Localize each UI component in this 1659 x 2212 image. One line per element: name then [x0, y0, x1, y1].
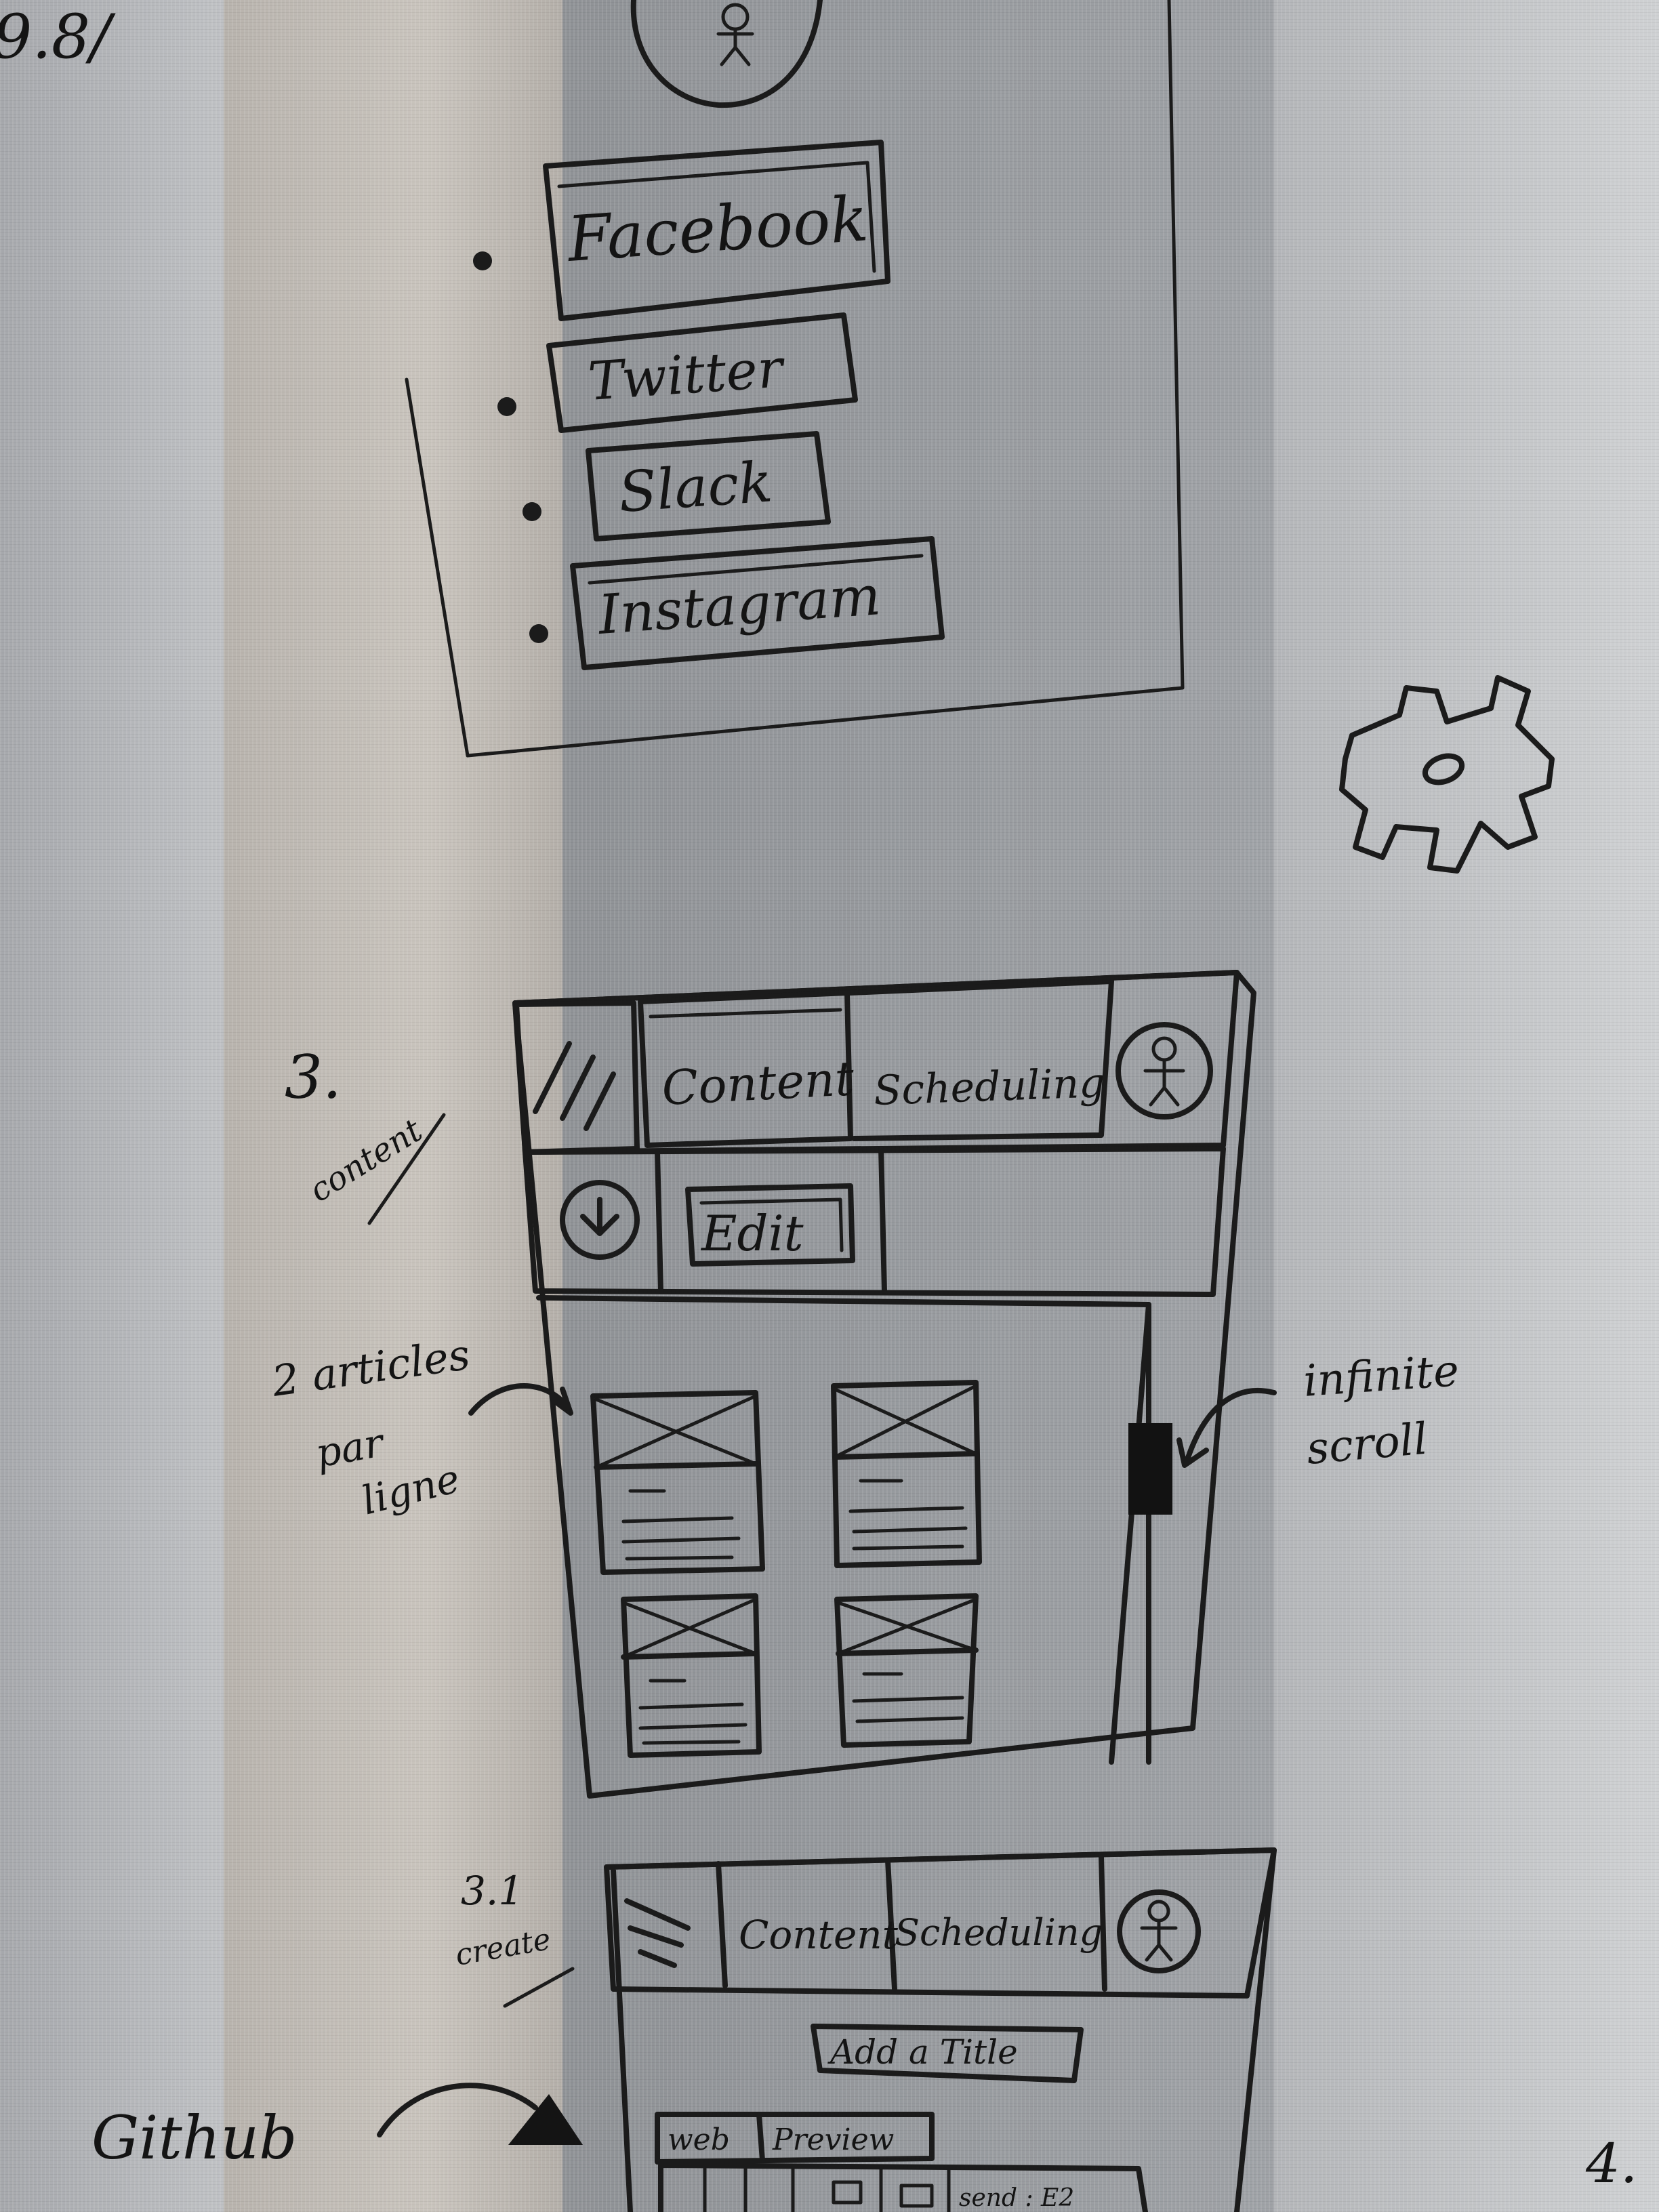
editor-tabs: web Preview [655, 2112, 935, 2165]
user-icon [1143, 1036, 1185, 1107]
menu-button[interactable] [514, 1000, 640, 1155]
article-card[interactable] [621, 1593, 762, 1758]
bottom-right-note: 4. [1585, 2132, 1637, 2195]
add-icon [580, 1197, 619, 1236]
screen-create-caption: 3.1 create [453, 1868, 575, 2008]
note-line: par [312, 1419, 389, 1477]
social-accounts-panel: Facebook Twitter Slack Instagram [405, 0, 1185, 758]
tab-scheduling-label: Scheduling [895, 1911, 1103, 1954]
format-icon[interactable] [832, 2180, 863, 2205]
social-item-twitter[interactable]: Twitter [497, 312, 858, 433]
tab-scheduling[interactable]: Scheduling [895, 1854, 1107, 1992]
gear-icon[interactable] [1339, 675, 1555, 874]
hamburger-icon [533, 1041, 616, 1131]
image-placeholder-icon [833, 1384, 978, 1459]
bullet-icon [497, 397, 516, 416]
screen-caption: create [453, 1922, 553, 1973]
article-card[interactable] [834, 1593, 979, 1748]
image-placeholder-icon [836, 1597, 978, 1656]
tab-content[interactable]: Content [739, 1858, 899, 1992]
editor-tab-preview[interactable]: Preview [772, 2123, 894, 2157]
tab-content-label: Content [739, 1912, 899, 1958]
screen-content-caption: 3. content [285, 1042, 446, 1225]
social-item-label: Instagram [595, 564, 882, 647]
note-line: 2 articles [268, 1330, 473, 1406]
add-button[interactable] [560, 1180, 640, 1260]
top-avatar-icon [630, 0, 823, 108]
note-articles-per-line: 2 articles par ligne [268, 1330, 573, 1524]
top-left-note: 9.8/ [0, 1, 116, 73]
tab-scheduling-label: Scheduling [873, 1059, 1106, 1115]
bullet-icon [473, 251, 492, 270]
note-line: scroll [1305, 1414, 1430, 1475]
arrow-icon [468, 1383, 573, 1416]
social-item-label: Twitter [586, 338, 787, 413]
social-item-label: Facebook [564, 182, 870, 276]
screen-number: 3.1 [461, 1868, 523, 1914]
image-placeholder-icon [594, 1394, 758, 1469]
editor-tab-web[interactable]: web [668, 2123, 730, 2157]
hamburger-icon [624, 1898, 691, 1968]
social-item-facebook[interactable]: Facebook [473, 140, 890, 321]
bullet-icon [523, 502, 541, 521]
title-input[interactable]: Add a Title [811, 2024, 1084, 2083]
editor-toolbar: send : E2 [658, 2163, 1148, 2212]
github-triangle-icon [508, 2094, 583, 2145]
profile-avatar-button[interactable] [1115, 1022, 1213, 1120]
tab-scheduling[interactable]: Scheduling [848, 979, 1114, 1141]
editor-toolbar-text: send : E2 [959, 2184, 1074, 2212]
social-item-slack[interactable]: Slack [523, 431, 831, 541]
screen-caption: content [303, 1111, 430, 1210]
arrow-icon [1176, 1387, 1277, 1468]
tab-content-label: Content [661, 1050, 856, 1116]
social-item-label: Slack [617, 450, 775, 525]
image-placeholder-icon [621, 1597, 758, 1659]
scrollbar[interactable] [1128, 1302, 1172, 1765]
tab-content[interactable]: Content [638, 990, 856, 1148]
profile-avatar-button[interactable] [1117, 1889, 1201, 1973]
edit-button-label: Edit [700, 1205, 804, 1262]
screen-content-wireframe: Content Scheduling Edit [512, 970, 1256, 1799]
image-icon[interactable] [899, 2184, 934, 2208]
github-note: Github [91, 2103, 298, 2173]
bullet-icon [529, 624, 548, 643]
note-line: infinite [1302, 1346, 1460, 1407]
note-infinite-scroll: infinite scroll [1176, 1346, 1460, 1475]
social-item-instagram[interactable]: Instagram [529, 536, 945, 670]
arrow-icon [377, 2083, 538, 2137]
screen-create-wireframe: Content Scheduling Add a Title web Previ… [604, 1847, 1277, 2212]
screen-number: 3. [285, 1042, 342, 1112]
article-card[interactable] [590, 1390, 765, 1575]
menu-button[interactable] [624, 1861, 728, 1988]
article-card[interactable] [831, 1380, 982, 1568]
user-icon [1140, 1900, 1178, 1962]
note-github: Github [91, 2083, 583, 2173]
edit-button[interactable]: Edit [685, 1183, 855, 1267]
title-input-label: Add a Title [827, 2032, 1018, 2072]
scrollbar-thumb[interactable] [1128, 1423, 1172, 1515]
